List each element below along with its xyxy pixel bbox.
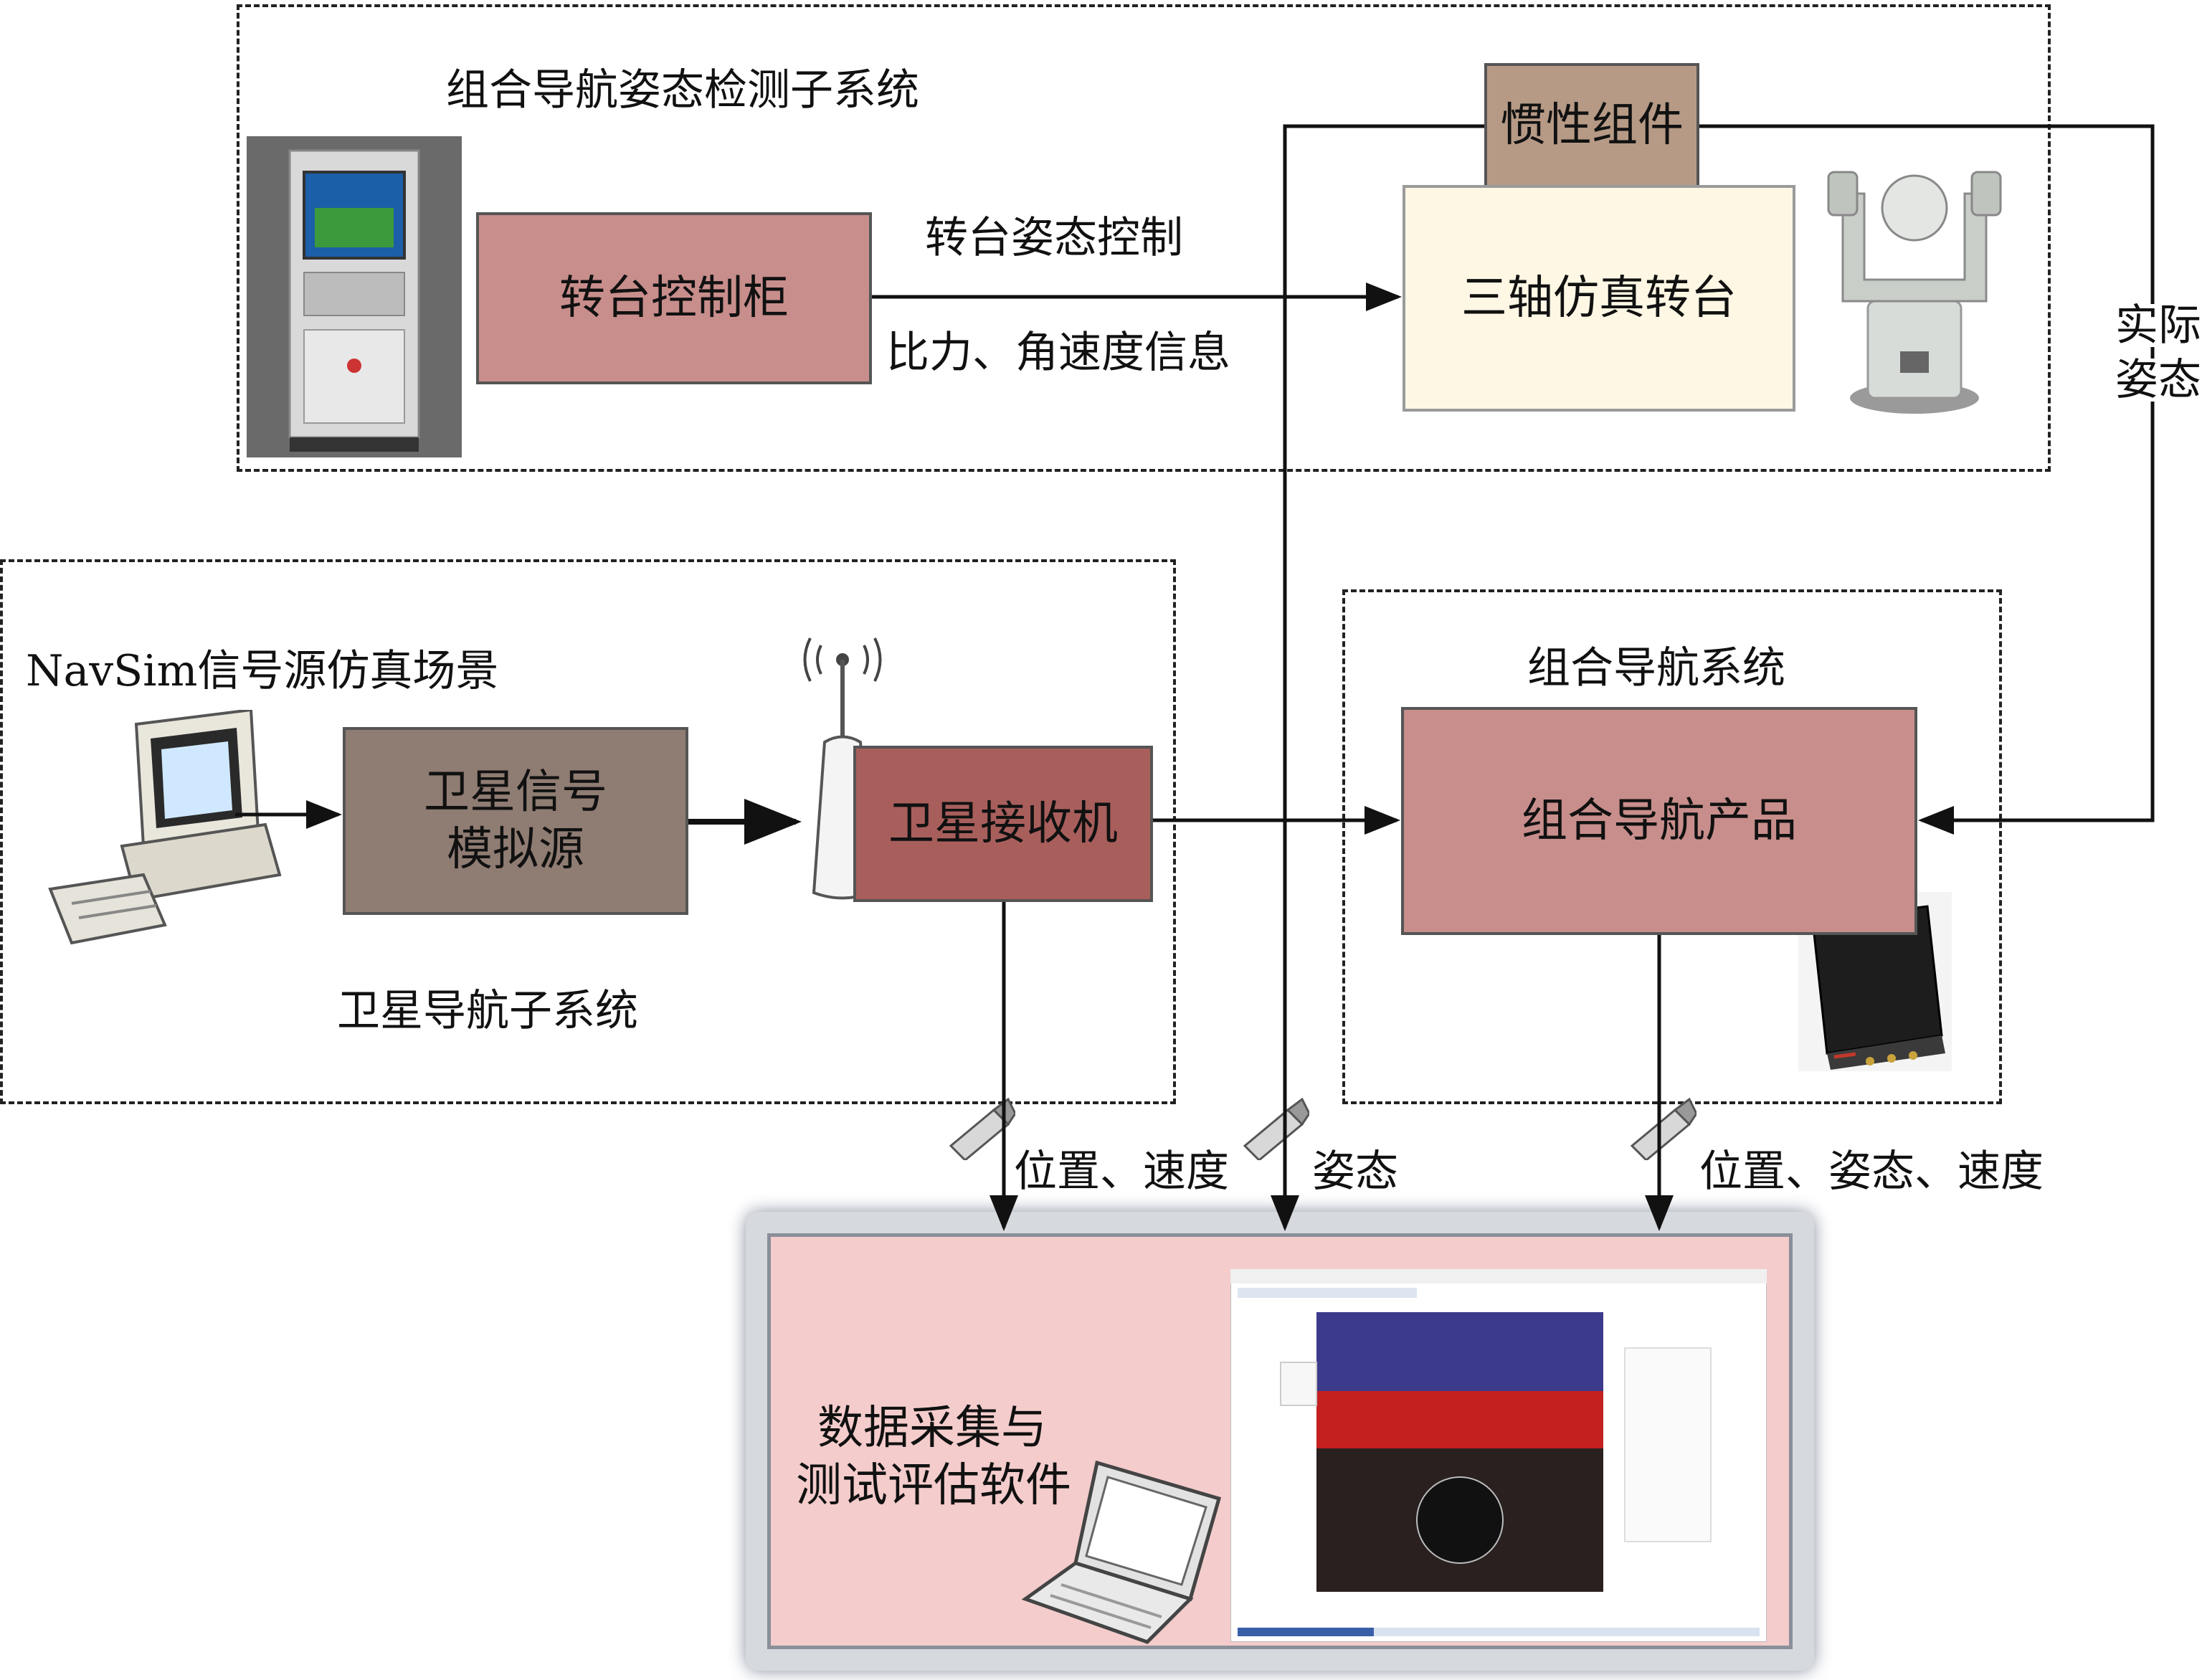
attitude-flow-label: 姿态 bbox=[1312, 1147, 1398, 1197]
arrow-imu-attitude-to-software bbox=[1271, 124, 1484, 1231]
laptop-icon bbox=[1021, 1460, 1222, 1644]
integrated-nav-system-title: 组合导航系统 bbox=[1527, 643, 1785, 693]
connector-icon-imu bbox=[1243, 1097, 1309, 1160]
satellite-subsystem-title: 卫星导航子系统 bbox=[337, 986, 638, 1036]
turntable-attitude-control-label: 转台姿态控制 bbox=[925, 213, 1183, 263]
navsim-scene-label: NavSim信号源仿真场景 bbox=[26, 646, 499, 696]
force-angular-rate-label: 比力、角速度信息 bbox=[886, 328, 1230, 378]
turntable-control-cabinet-box: 转台控制柜 bbox=[476, 212, 872, 384]
satellite-signal-simulator-line1: 卫星信号 bbox=[424, 766, 607, 819]
arrow-actual-attitude-to-product bbox=[1699, 124, 2155, 835]
actual-attitude-label-line2: 姿态 bbox=[2112, 359, 2202, 402]
three-axis-turntable-box: 三轴仿真转台 bbox=[1403, 185, 1795, 412]
satellite-signal-simulator-box: 卫星信号 模拟源 bbox=[343, 727, 688, 915]
position-velocity-label: 位置、速度 bbox=[1014, 1147, 1229, 1197]
imu-box: 惯性组件 bbox=[1484, 63, 1699, 188]
integrated-nav-system-frame bbox=[1342, 589, 2002, 1104]
desktop-computer-icon bbox=[48, 710, 282, 945]
position-attitude-velocity-label: 位置、姿态、速度 bbox=[1699, 1147, 2044, 1197]
turntable-photo bbox=[1827, 171, 2002, 414]
software-label-line2: 测试评估软件 bbox=[796, 1459, 1071, 1512]
actual-attitude-label-line1: 实际 bbox=[2112, 304, 2202, 347]
control-cabinet-photo bbox=[247, 136, 462, 457]
software-screenshot bbox=[1230, 1269, 1767, 1642]
software-label-line1: 数据采集与 bbox=[817, 1402, 1047, 1455]
attitude-subsystem-frame bbox=[237, 4, 2051, 472]
satellite-subsystem-frame bbox=[0, 559, 1176, 1104]
integrated-nav-product-box: 组合导航产品 bbox=[1401, 707, 1917, 935]
satellite-signal-simulator-line2: 模拟源 bbox=[447, 823, 584, 876]
attitude-subsystem-title: 组合导航姿态检测子系统 bbox=[446, 65, 919, 115]
satellite-receiver-box: 卫星接收机 bbox=[853, 746, 1153, 902]
